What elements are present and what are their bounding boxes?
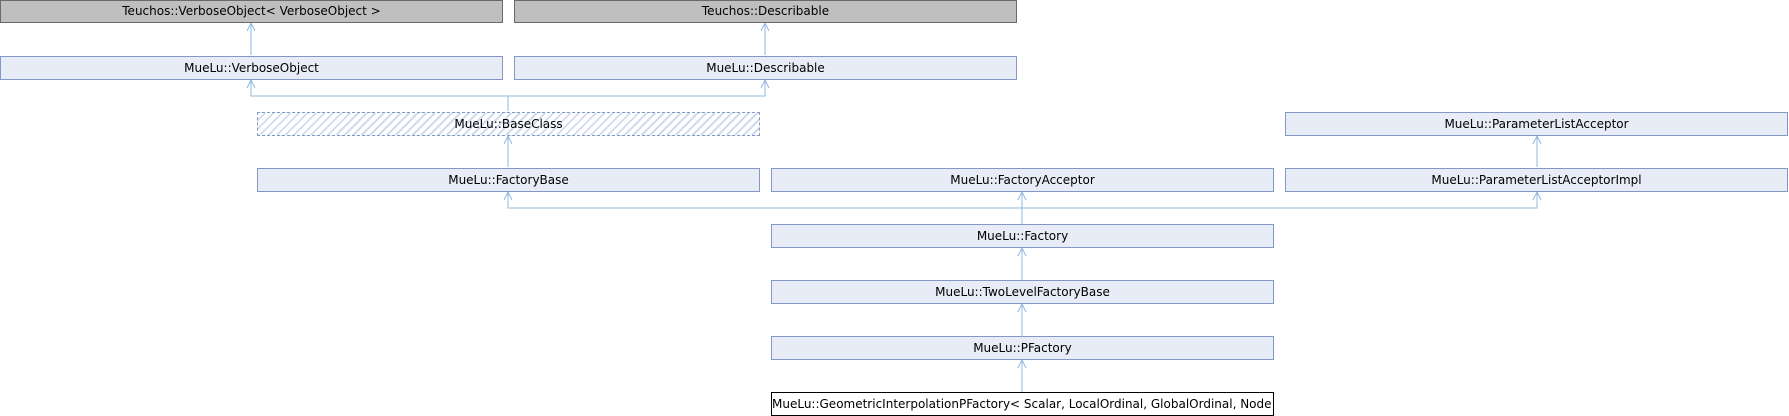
edge-baseclass-to-describable <box>508 80 765 97</box>
node-muelu-factory-base[interactable]: MueLu::FactoryBase <box>257 168 760 192</box>
node-muelu-factory-acceptor[interactable]: MueLu::FactoryAcceptor <box>771 168 1274 192</box>
node-muelu-two-level-factory-base[interactable]: MueLu::TwoLevelFactoryBase <box>771 280 1274 304</box>
node-teuchos-describable[interactable]: Teuchos::Describable <box>514 0 1017 23</box>
node-muelu-parameter-list-acceptor[interactable]: MueLu::ParameterListAcceptor <box>1285 112 1788 136</box>
node-muelu-pfactory[interactable]: MueLu::PFactory <box>771 336 1274 360</box>
node-muelu-geometric-interpolation-pfactory: MueLu::GeometricInterpolationPFactory< S… <box>771 392 1274 416</box>
edge-factory-to-plaimpl <box>1022 192 1537 209</box>
edge-baseclass-to-verbose-object <box>251 80 509 111</box>
node-muelu-factory[interactable]: MueLu::Factory <box>771 224 1274 248</box>
node-muelu-base-class[interactable]: MueLu::BaseClass <box>257 112 760 136</box>
edge-factory-to-factorybase <box>508 192 1022 209</box>
node-muelu-verbose-object[interactable]: MueLu::VerboseObject <box>0 56 503 80</box>
node-teuchos-verbose-object[interactable]: Teuchos::VerboseObject< VerboseObject > <box>0 0 503 23</box>
node-muelu-parameter-list-acceptor-impl[interactable]: MueLu::ParameterListAcceptorImpl <box>1285 168 1788 192</box>
node-muelu-describable[interactable]: MueLu::Describable <box>514 56 1017 80</box>
